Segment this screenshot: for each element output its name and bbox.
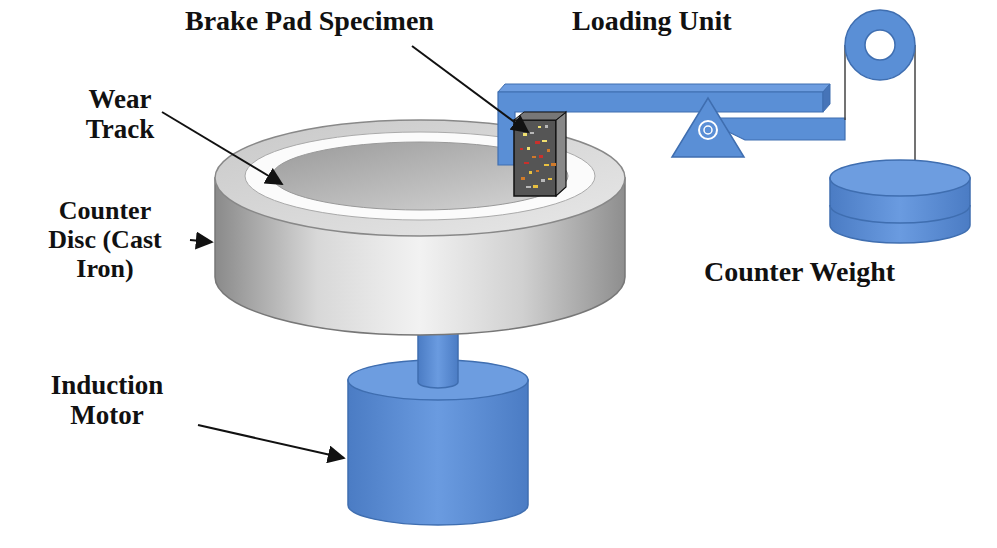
speckle	[539, 155, 543, 158]
speckle	[526, 186, 531, 188]
part-label: Counter Disc (Cast Iron)	[42, 196, 169, 283]
speckle	[524, 162, 529, 164]
part-label: Loading Unit	[572, 5, 732, 36]
speckle	[523, 133, 527, 136]
counter-weight	[830, 160, 970, 243]
speckle	[527, 147, 530, 150]
speckle	[530, 132, 534, 134]
speckle	[544, 164, 549, 166]
speckle	[551, 163, 556, 166]
pivot-fulcrum	[672, 98, 744, 157]
speckle	[521, 177, 525, 180]
part-label: Brake Pad Specimen	[185, 5, 434, 36]
pulley	[845, 10, 915, 178]
speckle	[532, 156, 536, 158]
part-label: Induction Motor	[22, 370, 192, 430]
leader-lines	[162, 46, 528, 458]
speckle	[538, 126, 541, 128]
speckle	[542, 140, 547, 142]
speckle	[548, 178, 552, 180]
speckle	[541, 179, 545, 182]
part-label: Counter Weight	[704, 256, 895, 287]
speckle	[533, 185, 538, 188]
speckle	[536, 170, 539, 172]
part-label: Wear Track	[70, 84, 170, 144]
brake-pad-specimen	[514, 112, 566, 196]
speckle	[545, 125, 548, 128]
speckle	[529, 171, 532, 174]
speckle	[547, 149, 550, 152]
speckle	[520, 148, 523, 150]
speckle	[535, 141, 540, 144]
